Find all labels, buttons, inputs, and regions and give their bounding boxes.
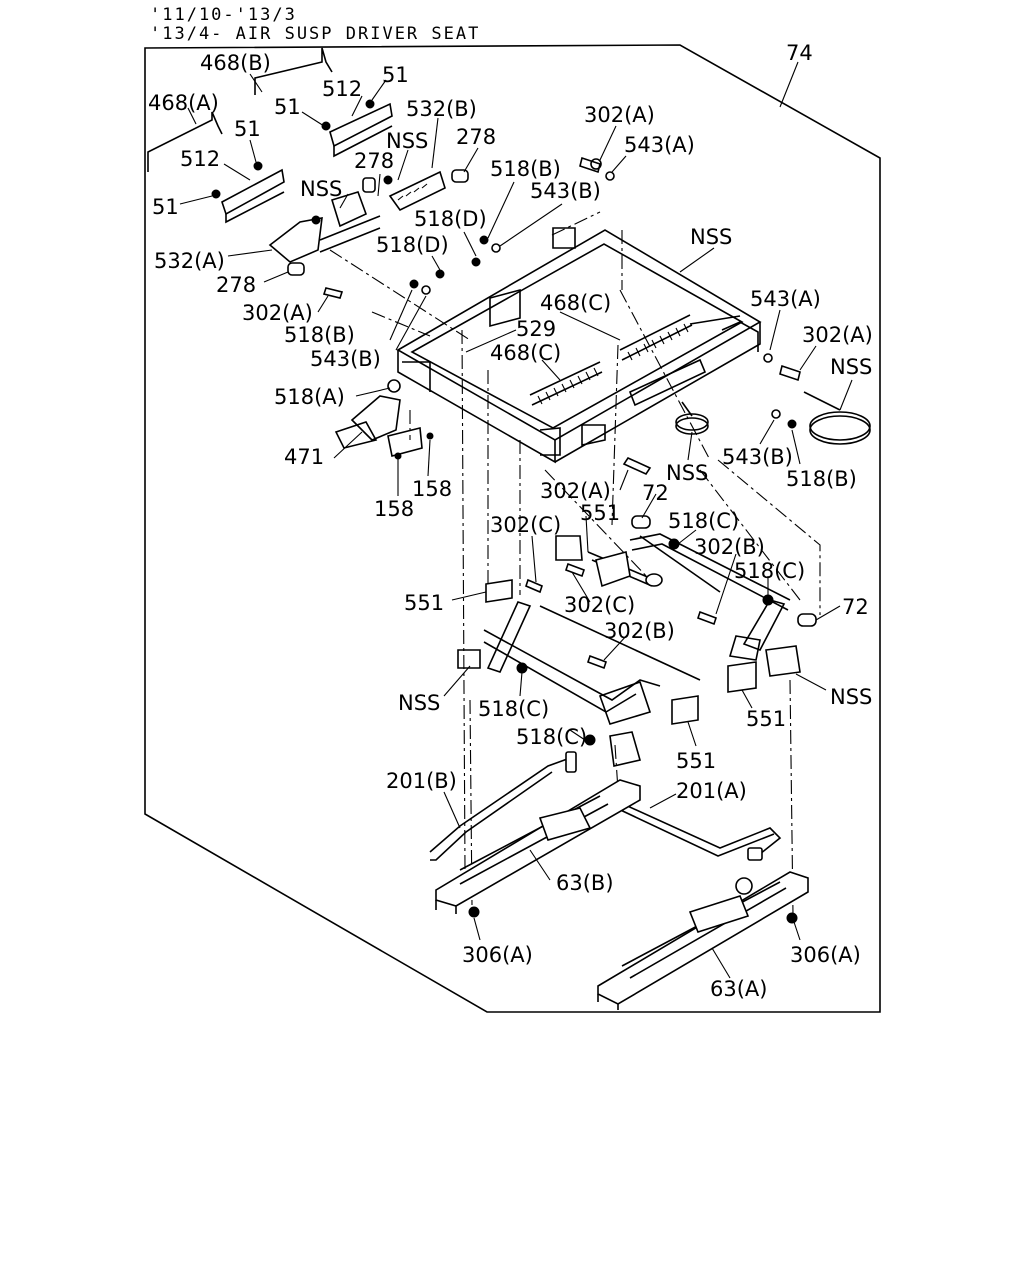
handle-532a: [268, 177, 381, 276]
strap-nss: [803, 391, 871, 445]
callout-518c: 518(C): [516, 725, 587, 749]
callout-512: 512: [322, 77, 362, 101]
callout-532a: 532(A): [154, 249, 225, 273]
callout-468c: 468(C): [540, 291, 611, 315]
header-line-2: '13/4- AIR SUSP DRIVER SEAT: [150, 24, 480, 44]
cable-201a: [609, 797, 782, 861]
leader-lines: [179, 73, 853, 979]
callout-529: 529: [516, 317, 556, 341]
assembly-boundary: [144, 44, 881, 1013]
callout-551: 551: [676, 749, 716, 773]
callout-468c: 468(C): [490, 341, 561, 365]
callout-518d: 518(D): [376, 233, 449, 257]
spring-468c-lower: [529, 361, 603, 406]
callout-302a: 302(A): [584, 103, 655, 127]
callout-302b: 302(B): [604, 619, 675, 643]
callout-63a: 63(A): [710, 977, 767, 1001]
callout-51: 51: [382, 63, 409, 87]
callout-518b: 518(B): [490, 157, 561, 181]
callout-nss: NSS: [300, 177, 342, 201]
callout-518b: 518(B): [786, 467, 857, 491]
rail-63b: [435, 779, 641, 914]
pin-72: [631, 515, 817, 627]
callout-512: 512: [180, 147, 220, 171]
callout-518c: 518(C): [734, 559, 805, 583]
leader-74: [779, 61, 799, 108]
callout-63b: 63(B): [556, 871, 614, 895]
rod-468a: [147, 111, 223, 172]
callout-306a: 306(A): [790, 943, 861, 967]
callout-468a: 468(A): [148, 91, 219, 115]
callout-51: 51: [152, 195, 179, 219]
callout-471: 471: [284, 445, 324, 469]
callout-nss: NSS: [398, 691, 440, 715]
callout-278: 278: [456, 125, 496, 149]
block-551: [485, 579, 801, 725]
callout-518c: 518(C): [668, 509, 739, 533]
callout-543b: 543(B): [530, 179, 601, 203]
callout-158: 158: [412, 477, 452, 501]
scissor-upper-pivot: [555, 533, 791, 611]
callout-158: 158: [374, 497, 414, 521]
callout-302a: 302(A): [802, 323, 873, 347]
callout-302b: 302(B): [694, 535, 765, 559]
callout-468b: 468(B): [200, 51, 271, 75]
callout-518d: 518(D): [414, 207, 487, 231]
callout-51: 51: [274, 95, 301, 119]
callout-72: 72: [642, 481, 669, 505]
callout-302a: 302(A): [242, 301, 313, 325]
spring-468c-upper: [619, 314, 693, 361]
callout-nss: NSS: [830, 685, 872, 709]
callout-51: 51: [234, 117, 261, 141]
bracket-512-upper: [329, 102, 393, 158]
handle-532b: [388, 169, 469, 212]
bracket-512-lower: [221, 168, 285, 224]
callout-551: 551: [404, 591, 444, 615]
callout-201b: 201(B): [386, 769, 457, 793]
callout-nss: NSS: [666, 461, 708, 485]
callout-201a: 201(A): [676, 779, 747, 803]
callout-543a: 543(A): [750, 287, 821, 311]
strap-small: [675, 401, 709, 435]
callout-278: 278: [354, 149, 394, 173]
upper-seat-frame: [396, 227, 762, 464]
rail-63a: [597, 871, 809, 1010]
callout-551: 551: [580, 501, 620, 525]
callout-306a: 306(A): [462, 943, 533, 967]
header-line-1: '11/10-'13/3: [150, 5, 297, 25]
fasteners: [211, 99, 801, 924]
callout-302c: 302(C): [490, 513, 561, 537]
knob-471: [334, 395, 423, 457]
callout-302a: 302(A): [540, 479, 611, 503]
callout-labels: 74 468(B) 51 512 468(A) 51 532(B) 51 NSS…: [148, 41, 873, 1001]
callout-nss: NSS: [690, 225, 732, 249]
callout-302c: 302(C): [564, 593, 635, 617]
callout-518b: 518(B): [284, 323, 355, 347]
callout-518a: 518(A): [274, 385, 345, 409]
cable-201b: [429, 751, 577, 861]
callout-543b: 543(B): [310, 347, 381, 371]
callout-74: 74: [786, 41, 813, 65]
callout-nss: NSS: [386, 129, 428, 153]
callout-nss: NSS: [830, 355, 872, 379]
callout-72: 72: [842, 595, 869, 619]
callout-518c: 518(C): [478, 697, 549, 721]
callout-532b: 532(B): [406, 97, 477, 121]
callout-278: 278: [216, 273, 256, 297]
callout-543a: 543(A): [624, 133, 695, 157]
callout-543b: 543(B): [722, 445, 793, 469]
scissor-right-arm: [728, 599, 786, 661]
callout-551: 551: [746, 707, 786, 731]
